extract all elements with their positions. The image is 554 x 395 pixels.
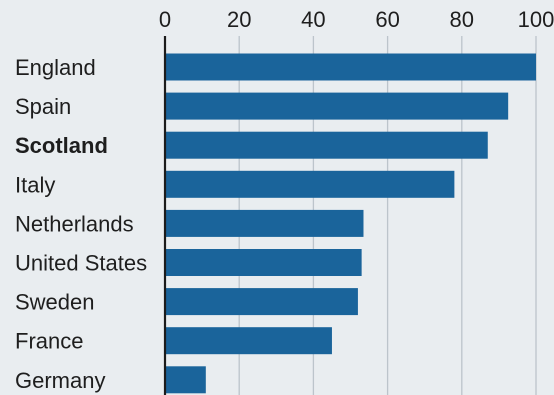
bar-netherlands [165,209,364,237]
category-label-germany: Germany [15,368,105,393]
bar-france [165,327,332,355]
category-label-italy: Italy [15,172,55,197]
bar-sweden [165,288,358,316]
bar-england [165,53,536,81]
category-label-france: France [15,329,83,354]
x-axis-ticks: 0 20 40 60 80 100 [159,7,554,32]
x-tick-label-60: 60 [375,7,399,32]
x-tick-label-0: 0 [159,7,171,32]
x-tick-label-100: 100 [518,7,554,32]
bars [165,53,536,394]
category-label-england: England [15,55,96,80]
category-label-united-states: United States [15,251,147,276]
bar-germany [165,366,206,394]
x-tick-label-20: 20 [227,7,251,32]
bar-italy [165,170,455,198]
category-labels: EnglandSpainScotlandItalyNetherlandsUnit… [15,55,147,393]
bar-scotland [165,131,488,159]
category-label-sweden: Sweden [15,290,95,315]
bar-spain [165,92,509,120]
category-label-scotland: Scotland [15,133,108,158]
bar-united-states [165,249,362,276]
x-tick-label-40: 40 [301,7,325,32]
category-label-netherlands: Netherlands [15,211,134,236]
category-label-spain: Spain [15,94,71,119]
x-tick-label-80: 80 [450,7,474,32]
